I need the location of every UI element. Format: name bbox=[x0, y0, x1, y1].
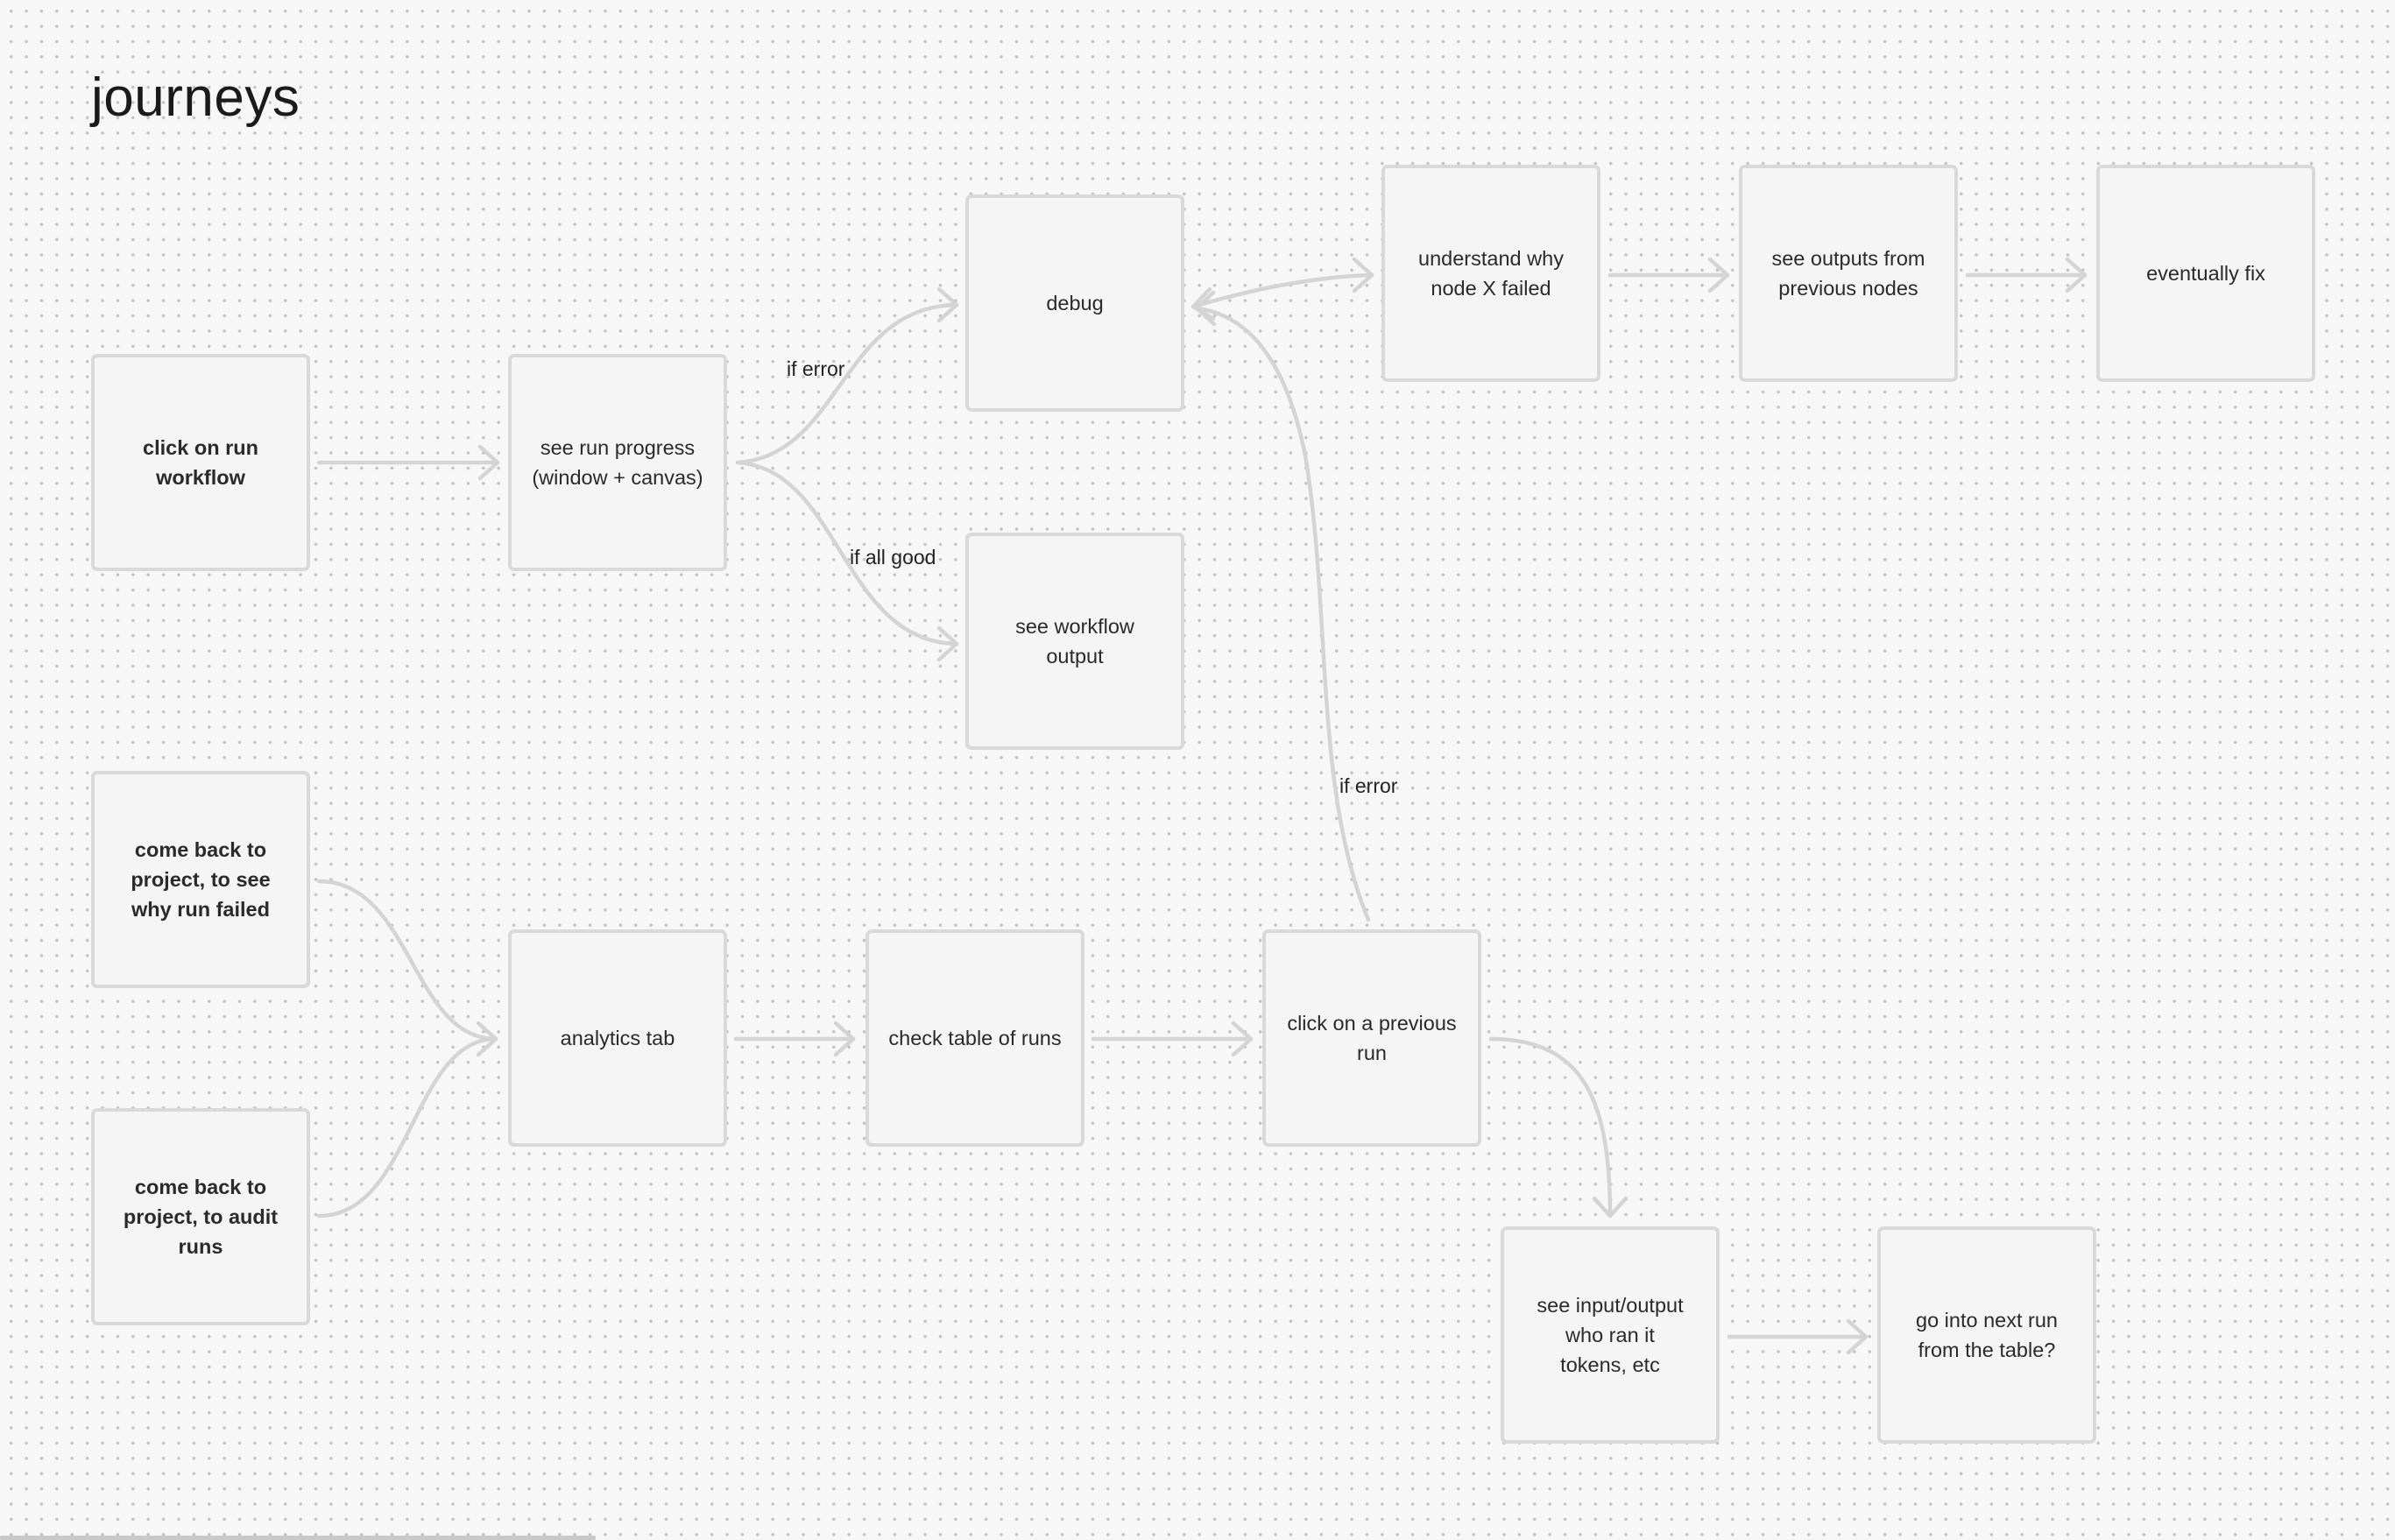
node-label: see workflow output bbox=[1015, 615, 1134, 668]
node-label: click on run workflow bbox=[143, 436, 258, 489]
edge-label-if-error: if error bbox=[787, 357, 845, 380]
arrowhead bbox=[1231, 1021, 1254, 1057]
arrowhead bbox=[1352, 257, 1374, 293]
node-see-run-progress[interactable]: see run progress (window + canvas) bbox=[508, 354, 727, 571]
node-check-table-of-runs[interactable]: check table of runs bbox=[865, 929, 1084, 1147]
node-label: come back to project, to audit runs bbox=[123, 1176, 279, 1258]
node-understand-why-failed[interactable]: understand why node X failed bbox=[1381, 165, 1600, 382]
arrowhead bbox=[936, 625, 959, 662]
node-label: see outputs from previous nodes bbox=[1771, 247, 1925, 300]
node-come-back-audit[interactable]: come back to project, to audit runs bbox=[91, 1108, 310, 1325]
node-label: debug bbox=[1046, 292, 1104, 314]
connector-come-back-audit-to-analytics bbox=[316, 1036, 498, 1219]
edge-label-if-all-good: if all good bbox=[850, 546, 936, 569]
node-see-workflow-output[interactable]: see workflow output bbox=[965, 533, 1184, 750]
connector-debug-to-why-failed bbox=[1190, 272, 1374, 309]
node-see-outputs-previous[interactable]: see outputs from previous nodes bbox=[1739, 165, 1958, 382]
arrowhead bbox=[936, 286, 959, 323]
node-label: see run progress (window + canvas) bbox=[532, 436, 703, 489]
node-debug[interactable]: debug bbox=[965, 194, 1184, 412]
edge-label-if-error: if error bbox=[1339, 774, 1398, 797]
arrowhead bbox=[2065, 257, 2088, 293]
node-label: understand why node X failed bbox=[1418, 247, 1564, 300]
node-label: eventually fix bbox=[2146, 262, 2265, 285]
node-go-into-next-run[interactable]: go into next run from the table? bbox=[1877, 1226, 2096, 1444]
arrowhead bbox=[1707, 257, 1730, 293]
node-eventually-fix[interactable]: eventually fix bbox=[2096, 165, 2315, 382]
connector-come-back-failed-to-analytics bbox=[316, 879, 498, 1042]
arrowhead bbox=[477, 444, 500, 481]
node-label: check table of runs bbox=[888, 1027, 1062, 1049]
arrowhead bbox=[476, 1021, 498, 1057]
horizontal-scrollbar[interactable] bbox=[0, 1536, 596, 1540]
connector-progress-to-output bbox=[735, 460, 959, 646]
connector-previous-run-to-debug bbox=[1194, 306, 1371, 922]
node-label: analytics tab bbox=[560, 1027, 675, 1049]
node-come-back-why-failed[interactable]: come back to project, to see why run fai… bbox=[91, 771, 310, 988]
arrowhead bbox=[1846, 1318, 1869, 1355]
node-label: click on a previous run bbox=[1287, 1012, 1457, 1064]
arrowhead bbox=[1592, 1196, 1628, 1219]
board-title: journeys bbox=[91, 67, 300, 128]
connector-previous-run-to-input-output bbox=[1488, 1036, 1613, 1219]
node-analytics-tab[interactable]: analytics tab bbox=[508, 929, 727, 1147]
node-click-on-run-workflow[interactable]: click on run workflow bbox=[91, 354, 310, 571]
node-click-previous-run[interactable]: click on a previous run bbox=[1262, 929, 1481, 1147]
arrowhead bbox=[1194, 290, 1217, 327]
node-see-input-output[interactable]: see input/output who ran it tokens, etc bbox=[1501, 1226, 1720, 1444]
connector-progress-to-debug bbox=[735, 302, 959, 465]
node-label: come back to project, to see why run fai… bbox=[131, 838, 271, 921]
node-label: see input/output who ran it tokens, etc bbox=[1537, 1294, 1684, 1376]
node-label: go into next run from the table? bbox=[1916, 1309, 2058, 1361]
arrowhead bbox=[833, 1021, 856, 1057]
